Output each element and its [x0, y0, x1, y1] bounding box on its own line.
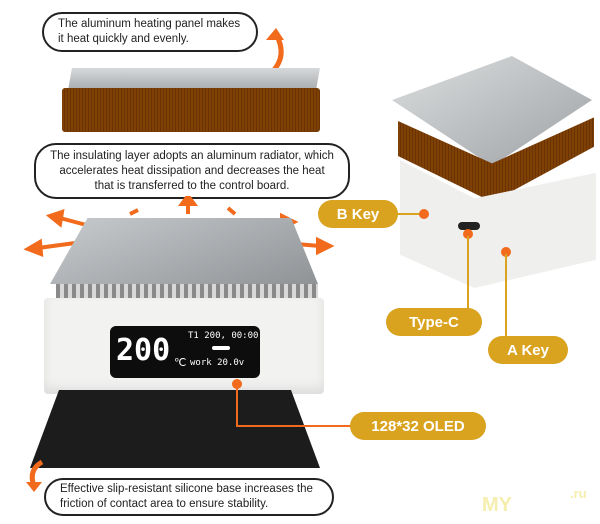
a-key-label: A Key	[488, 336, 568, 364]
heating-plate-top	[68, 68, 320, 90]
oled-temperature: 200	[116, 333, 171, 368]
oled-progress-bar	[212, 346, 230, 350]
type-c-label: Type-C	[386, 308, 482, 336]
heating-panel-callout: The aluminum heating panel makes it heat…	[42, 12, 258, 52]
b-key-pointer	[396, 209, 429, 219]
device-top-plate	[50, 218, 318, 284]
watermark-suffix: .ru	[570, 486, 587, 501]
type-c-port	[458, 222, 480, 230]
oled-target: T1 200, 00:00	[188, 331, 259, 341]
curved-arrow-icon	[26, 459, 44, 492]
watermark: MY	[482, 494, 512, 516]
oled-unit: ℃	[174, 356, 187, 369]
oled-display: 200 ℃ T1 200, 00:00 work 20.0v	[110, 326, 260, 378]
oled-pointer-line	[232, 379, 353, 427]
insulating-layer-callout: The insulating layer adopts an aluminum …	[34, 143, 350, 199]
b-key-label: B Key	[318, 200, 398, 228]
type-c-pointer	[463, 229, 473, 322]
oled-mode: work 20.0v	[190, 358, 245, 368]
silicone-base	[30, 390, 320, 468]
a-key-pointer	[501, 247, 511, 338]
oled-label: 128*32 OLED	[350, 412, 486, 440]
heating-plate-mesh	[62, 88, 320, 132]
silicone-base-callout: Effective slip-resistant silicone base i…	[44, 478, 334, 516]
radiator-fins	[56, 284, 318, 300]
